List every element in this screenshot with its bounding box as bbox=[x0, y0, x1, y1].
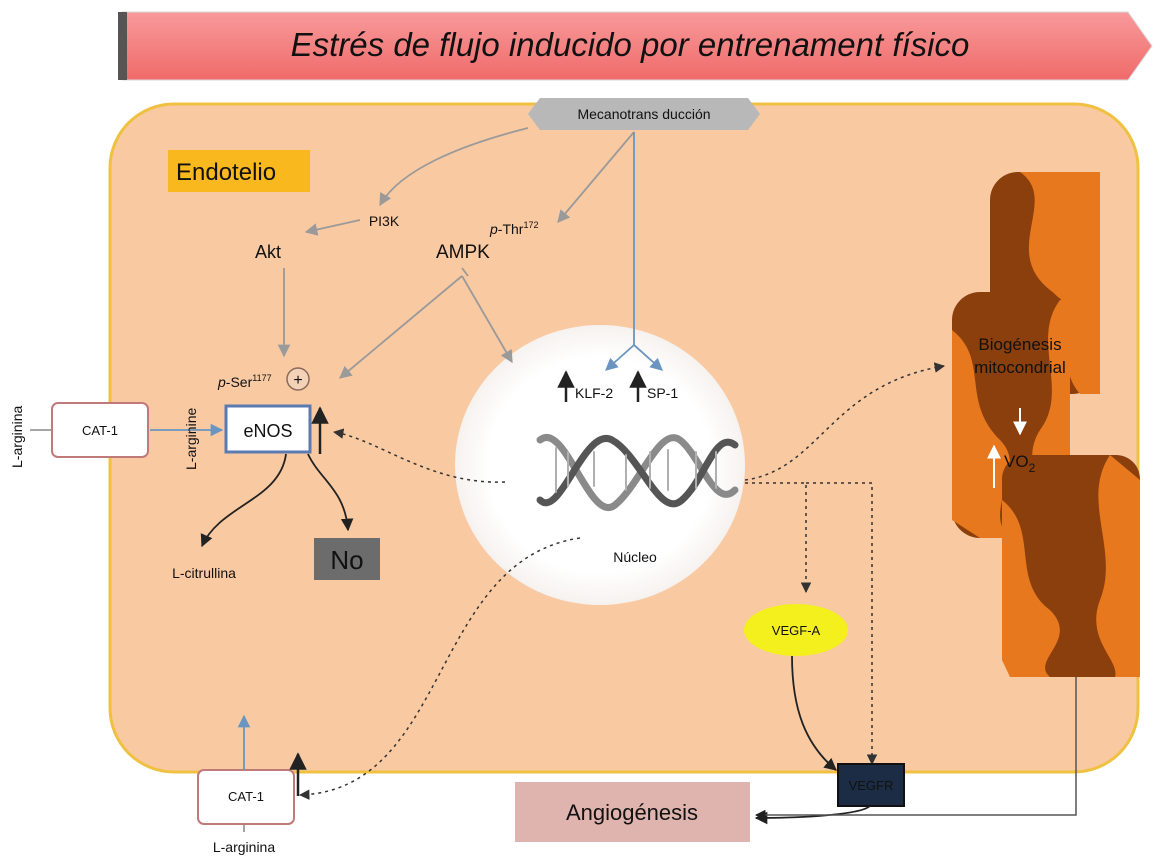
plus-sign: + bbox=[293, 372, 302, 389]
ampk-to-nucleus-arrow bbox=[461, 275, 513, 364]
pi3k-label: PI3K bbox=[369, 213, 400, 229]
mechanotransduction-node: Mecanotrans ducción bbox=[528, 98, 760, 130]
l-arginina-bottom-label: L-arginina bbox=[213, 839, 275, 855]
angiogenesis-label: Angiogénesis bbox=[566, 800, 698, 825]
vegfa-label: VEGF-A bbox=[772, 623, 821, 638]
no-box bbox=[314, 538, 380, 580]
angiogenesis-box bbox=[515, 782, 750, 842]
vegfa-to-vegfr-arrow bbox=[791, 655, 837, 771]
biogenesis-label-1: Biogénesis bbox=[978, 335, 1061, 354]
enos-box bbox=[224, 404, 312, 454]
mechano-to-pthr-arrow bbox=[557, 131, 635, 223]
ampk-to-pser-arrow bbox=[339, 275, 463, 379]
vegfr-label: VEGFR bbox=[849, 778, 894, 793]
flow-stress-banner: Estrés de flujo inducido por entrenament… bbox=[118, 11, 1153, 81]
pthr-label: p-Thr172 bbox=[489, 220, 539, 237]
sp1-label: SP-1 bbox=[647, 385, 678, 401]
mito-to-angiogenesis-arrow bbox=[754, 677, 1077, 821]
ampk-branch-line bbox=[461, 267, 469, 277]
enos-to-no-arrow bbox=[307, 453, 354, 532]
ampk-label: AMPK bbox=[436, 242, 490, 263]
nucleus-to-vegfa-dashed-line bbox=[745, 482, 812, 594]
mechano-to-pi3k-arrow bbox=[379, 127, 529, 207]
vegfr-to-angiogenesis-arrow bbox=[754, 805, 871, 825]
nucleus-to-enos-dashed-arrow bbox=[332, 428, 506, 483]
l-citrullina-label: L-citrullina bbox=[172, 565, 236, 581]
to-sp1-arrow bbox=[633, 344, 663, 371]
plus-circle bbox=[286, 367, 310, 391]
nucleus-label: Núcleo bbox=[613, 549, 657, 565]
no-label: No bbox=[330, 545, 363, 575]
dna-helix bbox=[536, 434, 739, 511]
endotelio-label: Endotelio bbox=[176, 159, 276, 186]
nucleus-to-vegfr-dashed-line bbox=[806, 482, 878, 766]
enos-label: eNOS bbox=[243, 421, 292, 441]
banner-text: Estrés de flujo inducido por entrenament… bbox=[291, 26, 970, 63]
biogenesis-label-2: mitocondrial bbox=[974, 358, 1066, 377]
l-arginine-vertical-label: L-arginine bbox=[183, 408, 199, 470]
endotelio-tag: Endotelio bbox=[168, 150, 310, 192]
nucleus-to-cat1-dashed-arrow bbox=[298, 537, 581, 800]
pser-label: p-Ser1177 bbox=[217, 373, 272, 390]
cat1-top-label: CAT-1 bbox=[82, 423, 118, 438]
mitochondria bbox=[952, 172, 1140, 677]
nucleus bbox=[455, 325, 745, 605]
vegfa-node bbox=[744, 604, 848, 656]
pi3k-to-akt-arrow bbox=[304, 219, 361, 236]
l-arginina-left-label: L-arginina bbox=[9, 406, 25, 468]
vegfr-node bbox=[837, 763, 905, 807]
akt-label: Akt bbox=[255, 242, 281, 262]
vo2-label: VO2 bbox=[1004, 452, 1036, 475]
mechano-label: Mecanotrans ducción bbox=[577, 106, 710, 122]
cat1-transporter-top bbox=[51, 402, 149, 458]
enos-to-citrullina-arrow bbox=[200, 453, 287, 548]
klf2-label: KLF-2 bbox=[575, 385, 613, 401]
to-klf2-arrow bbox=[605, 344, 635, 371]
cat1-bottom-label: CAT-1 bbox=[228, 789, 264, 804]
cat1-transporter-bottom bbox=[197, 769, 295, 825]
